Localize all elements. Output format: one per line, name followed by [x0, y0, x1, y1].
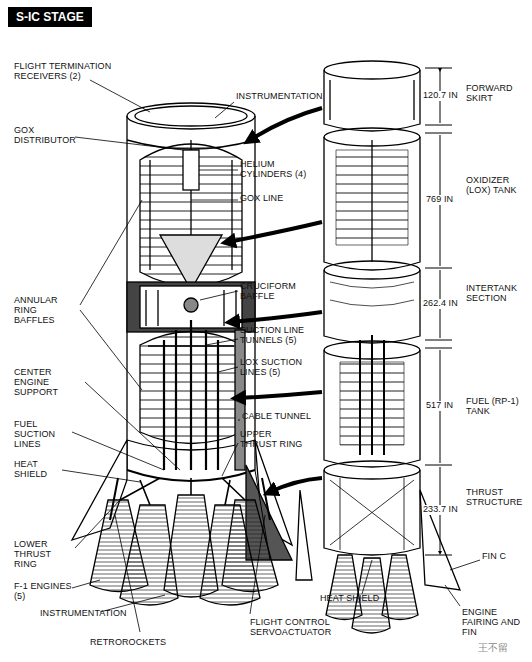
- callout-label: CENTER ENGINE SUPPORT: [14, 368, 86, 398]
- callout-label: ENGINE FAIRING AND FIN: [462, 608, 524, 638]
- dimension-label: 120.7 IN: [422, 91, 459, 101]
- callout-label: FLIGHT TERMINATION RECEIVERS (2): [14, 62, 124, 82]
- callout-label: FLIGHT CONTROL SERVOACTUATOR: [250, 618, 342, 638]
- dimension-label: 517 IN: [425, 401, 454, 411]
- callout-label: FUEL SUCTION LINES: [14, 420, 72, 450]
- callout-label: RETROROCKETS: [90, 638, 166, 648]
- callout-label: GOX DISTRIBUTOR: [14, 126, 74, 146]
- callout-label: CABLE TUNNEL: [242, 412, 311, 422]
- dimension-label: 233.7 IN: [422, 505, 459, 515]
- callout-label: SUCTION LINE TUNNELS (5): [240, 326, 318, 346]
- part-name: OXIDIZER (LOX) TANK: [466, 176, 526, 196]
- callout-label: HEAT SHIELD: [14, 460, 62, 480]
- callout-label: LOX SUCTION LINES (5): [240, 358, 320, 378]
- dimension-label: 262.4 IN: [422, 299, 459, 309]
- callout-label: CRUCIFORM BAFFLE: [240, 282, 312, 302]
- callout-label: UPPER THRUST RING: [240, 430, 310, 450]
- watermark: 王不留: [478, 642, 508, 653]
- callout-label: ANNULAR RING BAFFLES: [14, 296, 80, 326]
- part-name: FORWARD SKIRT: [466, 84, 526, 104]
- callout-label: INSTRUMENTATION: [236, 92, 323, 102]
- callout-label: FIN C: [482, 552, 506, 562]
- callout-label: HELIUM CYLINDERS (4): [240, 160, 320, 180]
- stage-title: S-IC STAGE: [8, 7, 92, 27]
- callout-label: INSTRUMENTATION: [40, 609, 127, 619]
- callout-label: F-1 ENGINES (5): [14, 582, 72, 602]
- callout-label: GOX LINE: [240, 194, 283, 204]
- dimension-label: 769 IN: [425, 195, 454, 205]
- part-name: INTERTANK SECTION: [466, 284, 528, 304]
- part-name: THRUST STRUCTURE: [466, 488, 526, 508]
- callout-label: HEAT SHIELD: [320, 594, 379, 604]
- part-name: FUEL (RP-1) TANK: [466, 397, 526, 417]
- callout-label: LOWER THRUST RING: [14, 540, 76, 570]
